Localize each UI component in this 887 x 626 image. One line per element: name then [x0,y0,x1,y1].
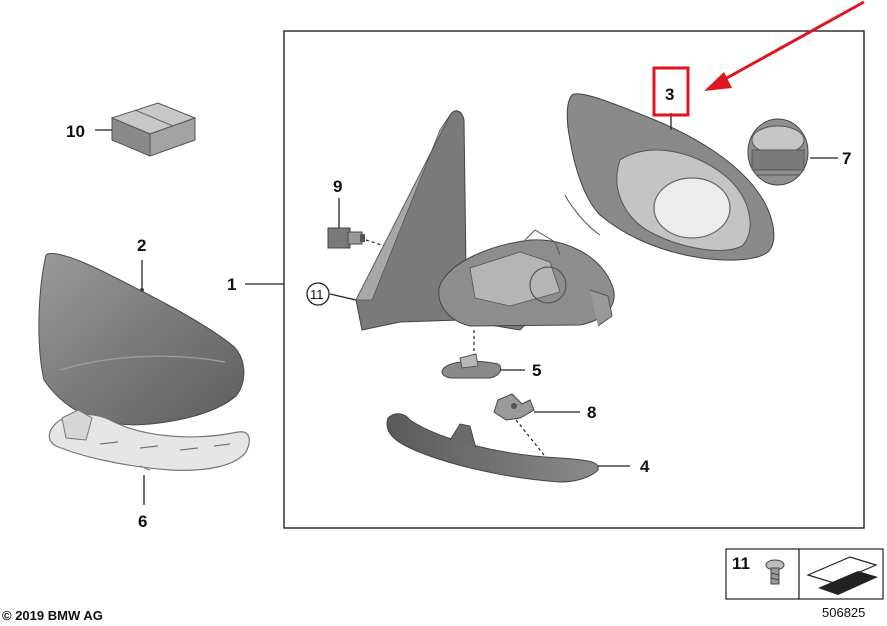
callout-7: 7 [842,149,851,168]
legend-11-label: 11 [732,554,750,573]
part-2-mirror-cap [38,253,245,426]
legend-screw-box: 11 [725,548,800,600]
callout-10: 10 [66,122,85,141]
part-4-lower-trim [386,413,599,483]
part-7-mirror-motor [747,118,809,186]
screw-icon [765,559,785,585]
legend-ref-box [798,548,884,600]
part-8-bracket [493,393,535,421]
part-6-turn-indicator [48,409,250,471]
part-3-mirror-housing [564,93,775,261]
part-9-connector [327,227,365,249]
callout-2: 2 [137,236,146,255]
callout-9: 9 [333,177,342,196]
highlight-box [652,66,690,117]
part-10-box [110,102,197,157]
callout-3: 3 [665,85,674,104]
callout-5: 5 [532,361,541,380]
callout-11-circle [306,282,330,306]
reference-symbol-icon [806,556,878,595]
callout-6: 6 [138,512,147,531]
callout-1: 1 [227,275,236,294]
callout-4: 4 [640,457,650,476]
assembly-frame [283,30,865,529]
callout-11: 11 [310,287,324,302]
red-arrow [704,0,865,91]
mirror-base [355,110,615,331]
diagram-number: 506825 [822,605,865,620]
part-5-clip [441,353,502,379]
copyright: © 2019 BMW AG [2,608,103,623]
callout-8: 8 [587,403,596,422]
